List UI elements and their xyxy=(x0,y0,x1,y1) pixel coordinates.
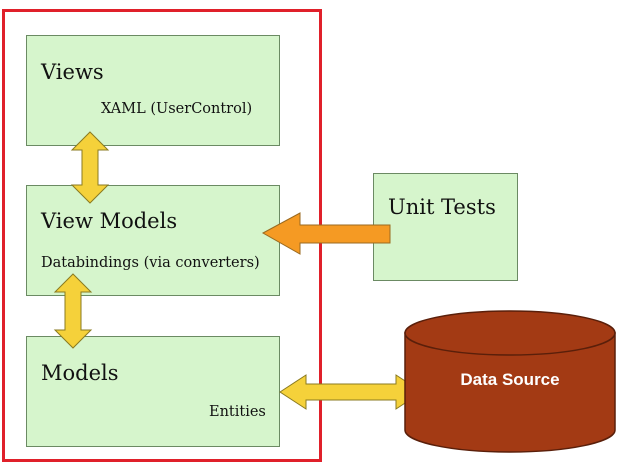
data-source-cylinder xyxy=(404,310,616,453)
unit-tests-title: Unit Tests xyxy=(388,195,496,219)
models-box: Models Entities xyxy=(26,336,280,447)
unit-tests-box: Unit Tests xyxy=(373,173,518,281)
viewmodels-models-arrow xyxy=(53,273,93,349)
models-datasource-arrow xyxy=(279,374,423,410)
views-title: Views xyxy=(41,60,104,84)
views-subtitle: XAML (UserControl) xyxy=(101,101,253,117)
views-box: Views XAML (UserControl) xyxy=(26,35,280,146)
unittests-viewmodels-arrow xyxy=(261,212,391,255)
view-models-subtitle: Databindings (via converters) xyxy=(41,255,260,271)
models-title: Models xyxy=(41,361,119,385)
models-subtitle: Entities xyxy=(209,404,266,420)
data-source-label: Data Source xyxy=(460,370,560,389)
view-models-title: View Models xyxy=(41,209,178,233)
views-viewmodels-arrow xyxy=(70,131,110,204)
